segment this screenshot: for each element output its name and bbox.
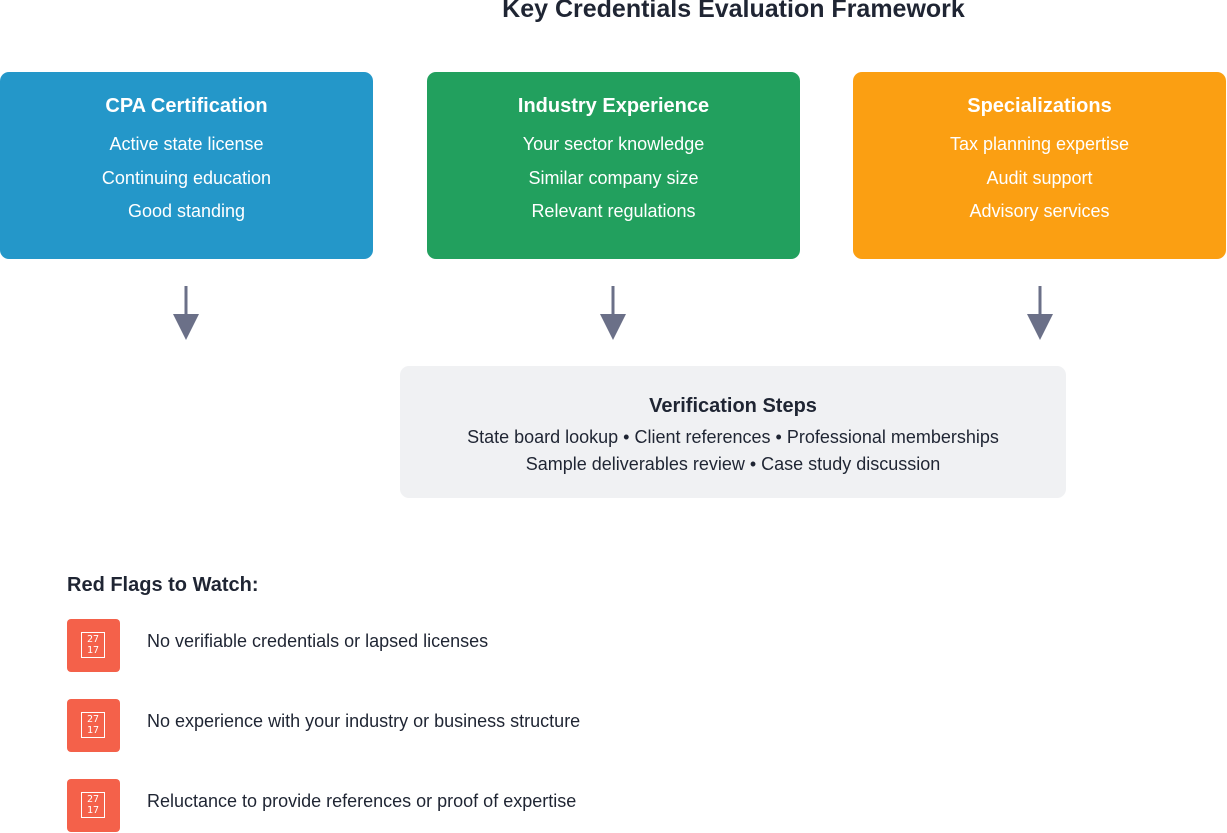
red-flag-text: No experience with your industry or busi… <box>147 711 581 731</box>
red-flag-text: Reluctance to provide references or proo… <box>147 791 577 811</box>
card-item: Tax planning expertise <box>949 134 1130 154</box>
down-arrow-icon <box>600 286 626 340</box>
card-item: Active state license <box>109 134 264 154</box>
card-specializations: Specializations Tax planning expertise A… <box>853 72 1226 259</box>
card-title: Industry Experience <box>517 95 710 117</box>
verification-steps-box: Verification Steps State board lookup • … <box>400 366 1066 498</box>
card-title: Specializations <box>967 95 1112 117</box>
verification-line: Sample deliverables review • Case study … <box>525 454 941 474</box>
card-item: Continuing education <box>101 167 272 188</box>
card-cpa-certification: CPA Certification Active state license C… <box>0 72 373 259</box>
verification-title: Verification Steps <box>649 395 817 417</box>
card-item: Similar company size <box>528 167 699 188</box>
card-item: Relevant regulations <box>531 201 696 221</box>
card-item: Your sector knowledge <box>522 134 705 154</box>
card-title: CPA Certification <box>105 95 268 117</box>
card-industry-experience: Industry Experience Your sector knowledg… <box>427 72 800 259</box>
card-item: Audit support <box>986 167 1093 188</box>
card-item: Advisory services <box>969 201 1110 221</box>
page-title: Key Credentials Evaluation Framework <box>502 0 965 23</box>
verification-line: State board lookup • Client references •… <box>467 427 999 447</box>
red-flag-text: No verifiable credentials or lapsed lice… <box>147 631 489 651</box>
down-arrow-icon <box>1027 286 1053 340</box>
down-arrow-icon <box>173 286 199 340</box>
red-flags-heading: Red Flags to Watch: <box>67 574 259 596</box>
card-item: Good standing <box>127 201 246 221</box>
